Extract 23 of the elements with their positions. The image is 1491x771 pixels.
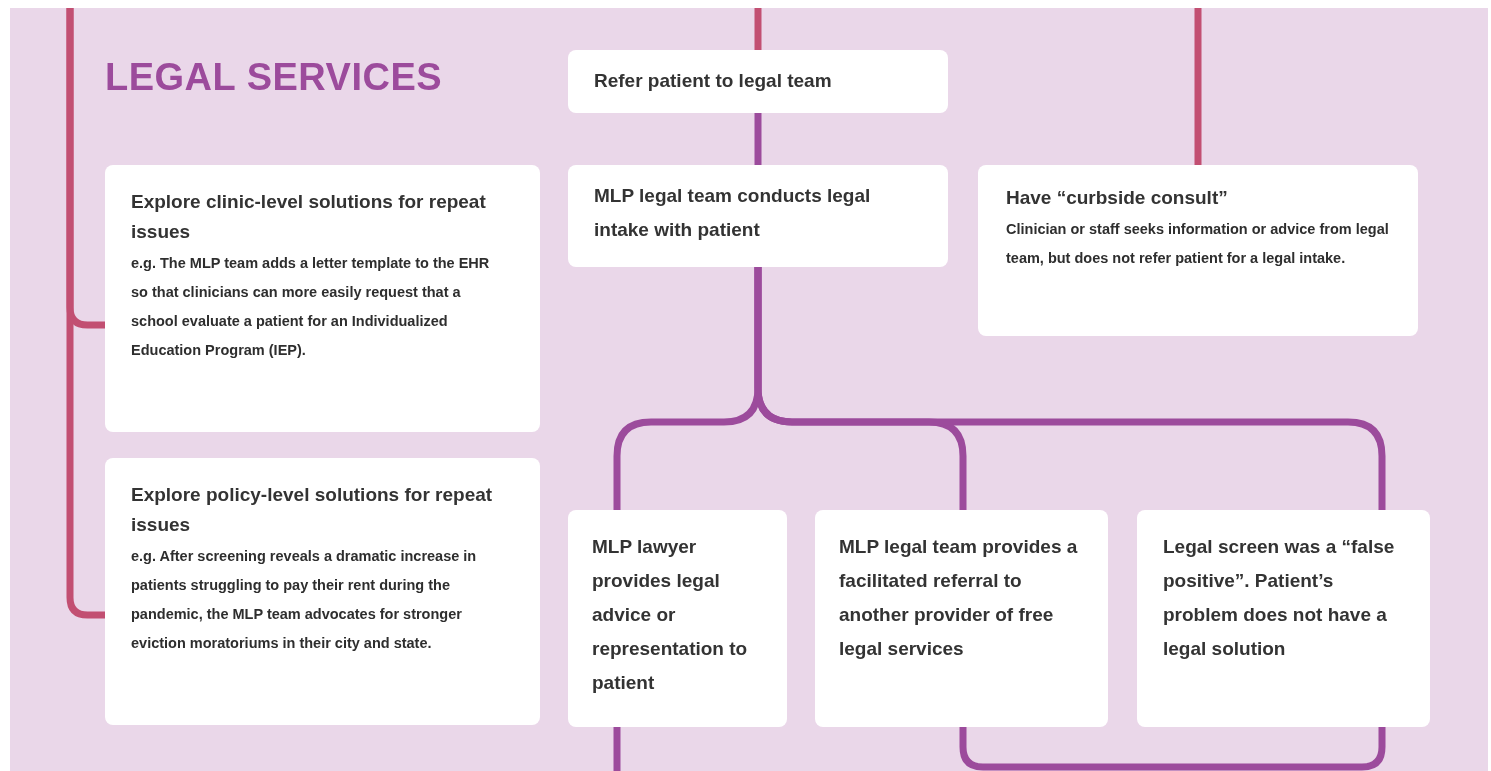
- process-box: [105, 458, 540, 725]
- step-heading: Explore policy-level solutions for repeat issues: [131, 483, 494, 537]
- process-box: [568, 165, 948, 267]
- process-box: [568, 50, 948, 113]
- connector-line: [613, 727, 621, 771]
- step-text: MLP legal team conducts legal intake with patient: [594, 184, 872, 242]
- step-heading: Have “curbside consult”: [1006, 186, 1229, 210]
- step-description: e.g. The MLP team adds a letter template to the EHR so that clinicians can more easily request that a school evaluate a patient for an Individualized Education Program (IEP).: [131, 254, 491, 360]
- step-text: Refer patient to legal team: [594, 69, 833, 93]
- process-box: [815, 510, 1108, 727]
- step-text: MLP legal team provides a facilitated referral to another provider of free legal services: [839, 535, 1079, 661]
- process-box: [568, 510, 787, 727]
- step-text: MLP lawyer provides legal advice or representation to patient: [592, 535, 749, 695]
- process-box: [1137, 510, 1430, 727]
- step-description: e.g. After screening reveals a dramatic increase in patients struggling to pay their rent during the pandemic, the MLP team advocates for stronger eviction moratoriums in their city and state.: [131, 547, 478, 653]
- step-text: Legal screen was a “false positive”. Patient’s problem does not have a legal solution: [1163, 535, 1396, 661]
- connector-line: [754, 113, 762, 165]
- step-heading: Explore clinic-level solutions for repeat issues: [131, 190, 487, 244]
- step-description: Clinician or staff seeks information or advice from legal team, but does not refer patient for a legal intake.: [1006, 220, 1390, 268]
- process-box: [978, 165, 1418, 336]
- connector-line: [754, 267, 1386, 510]
- process-box: [105, 165, 540, 432]
- section-title: LEGAL SERVICES: [105, 56, 443, 99]
